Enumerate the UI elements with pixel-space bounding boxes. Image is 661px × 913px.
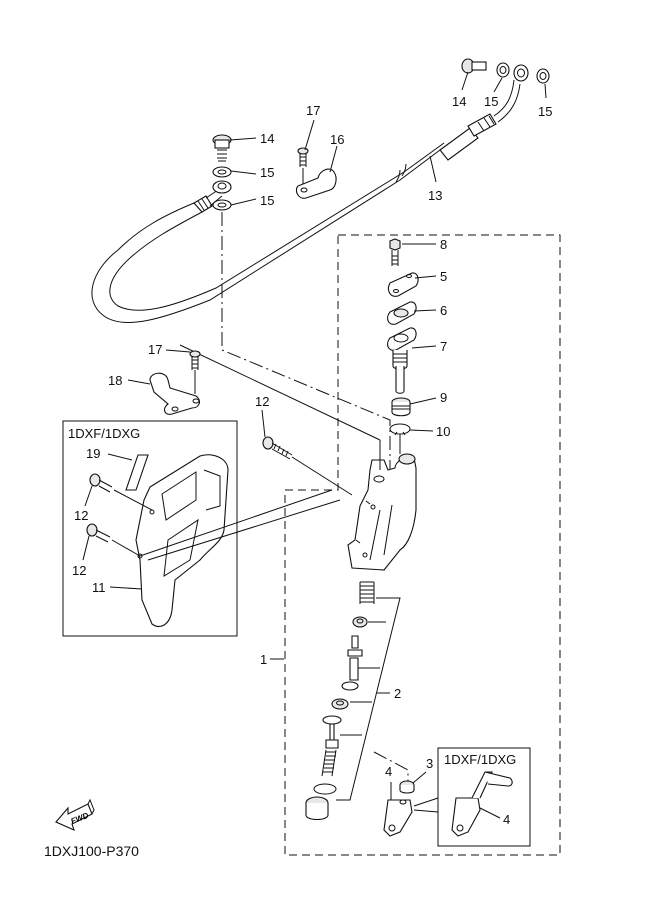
union-bolt-right[interactable] <box>461 58 487 74</box>
union-bolt-left[interactable] <box>212 134 232 162</box>
label-19[interactable] <box>125 454 149 491</box>
screw-lower[interactable] <box>189 350 201 394</box>
fwd-arrow-icon: FWD <box>55 798 95 832</box>
kit-bracket <box>336 597 401 801</box>
diaphragm[interactable] <box>387 327 417 394</box>
clevis-4[interactable] <box>383 799 413 837</box>
clevis-4-alt[interactable] <box>451 771 513 837</box>
hose-holder-lower[interactable] <box>149 372 201 415</box>
callout-12-inset-a: 12 <box>74 508 88 523</box>
inset-box-left <box>62 420 238 637</box>
bolt-12-inset-a[interactable] <box>89 473 113 493</box>
callout-17-upper: 17 <box>306 103 320 118</box>
gasket-upper-right-1[interactable] <box>496 62 510 78</box>
callout-14-top: 14 <box>452 94 466 109</box>
spring[interactable] <box>359 581 375 604</box>
hose-eye-right <box>513 64 529 82</box>
piston[interactable] <box>341 635 363 691</box>
bolt-12-inset-b[interactable] <box>86 523 111 543</box>
callout-7: 7 <box>440 339 447 354</box>
callout-12-inset-b: 12 <box>72 563 86 578</box>
leader-12-upper-line <box>179 344 381 441</box>
callout-10: 10 <box>436 424 450 439</box>
master-cylinder-body[interactable] <box>347 453 417 571</box>
gasket-upper-left-2[interactable] <box>212 199 232 211</box>
bolt-8[interactable] <box>389 238 401 266</box>
callout-15-top-2: 15 <box>538 104 552 119</box>
callout-19: 19 <box>86 446 100 461</box>
gasket-upper-left-1[interactable] <box>212 166 232 178</box>
heel-guard-11[interactable] <box>135 454 229 628</box>
diaphragm-plate[interactable] <box>387 301 417 325</box>
nut-3[interactable] <box>399 780 415 794</box>
heel-guard-mount-lines <box>139 489 341 561</box>
hose-holder-upper[interactable] <box>295 168 337 199</box>
callout-8: 8 <box>440 237 447 252</box>
callout-9: 9 <box>440 390 447 405</box>
diagram-code: 1DXJ100-P370 <box>44 843 139 859</box>
bolt-12-upper[interactable] <box>262 436 293 460</box>
hose-eye-left <box>212 180 232 194</box>
master-cylinder-assy-outline <box>284 234 561 856</box>
callout-15-left-1: 15 <box>260 165 274 180</box>
callout-1: 1 <box>260 652 267 667</box>
callout-2: 2 <box>394 686 401 701</box>
callout-4-inset: 4 <box>503 812 510 827</box>
push-rod[interactable] <box>321 715 342 777</box>
brake-hose[interactable] <box>91 79 521 323</box>
inset-box-lower <box>437 747 531 847</box>
reservoir-cap[interactable] <box>387 272 419 297</box>
callout-3: 3 <box>426 756 433 771</box>
gasket-upper-right-2[interactable] <box>536 68 550 84</box>
callout-18: 18 <box>108 373 122 388</box>
boot[interactable] <box>305 796 329 821</box>
circlip-lower[interactable] <box>313 783 337 795</box>
callout-6: 6 <box>440 303 447 318</box>
cup-secondary[interactable] <box>331 698 349 710</box>
callout-15-left-2: 15 <box>260 193 274 208</box>
cup-primary[interactable] <box>352 616 368 628</box>
inset-title-right: 1DXF/1DXG <box>444 752 516 767</box>
callouts: 14 15 15 13 17 16 14 15 15 8 5 6 7 9 10 … <box>68 71 552 827</box>
inset-title-left: 1DXF/1DXG <box>68 426 140 441</box>
callout-4-main: 4 <box>385 764 392 779</box>
callout-14-left: 14 <box>260 131 274 146</box>
circlip-10[interactable] <box>389 423 411 436</box>
callout-15-top-1: 15 <box>484 94 498 109</box>
callout-17-lower: 17 <box>148 342 162 357</box>
seal-9[interactable] <box>391 397 411 417</box>
callout-16: 16 <box>330 132 344 147</box>
callout-5: 5 <box>440 269 447 284</box>
callout-12-upper: 12 <box>255 394 269 409</box>
screw-upper[interactable] <box>297 147 309 186</box>
callout-11: 11 <box>92 580 106 595</box>
callout-13: 13 <box>428 188 442 203</box>
